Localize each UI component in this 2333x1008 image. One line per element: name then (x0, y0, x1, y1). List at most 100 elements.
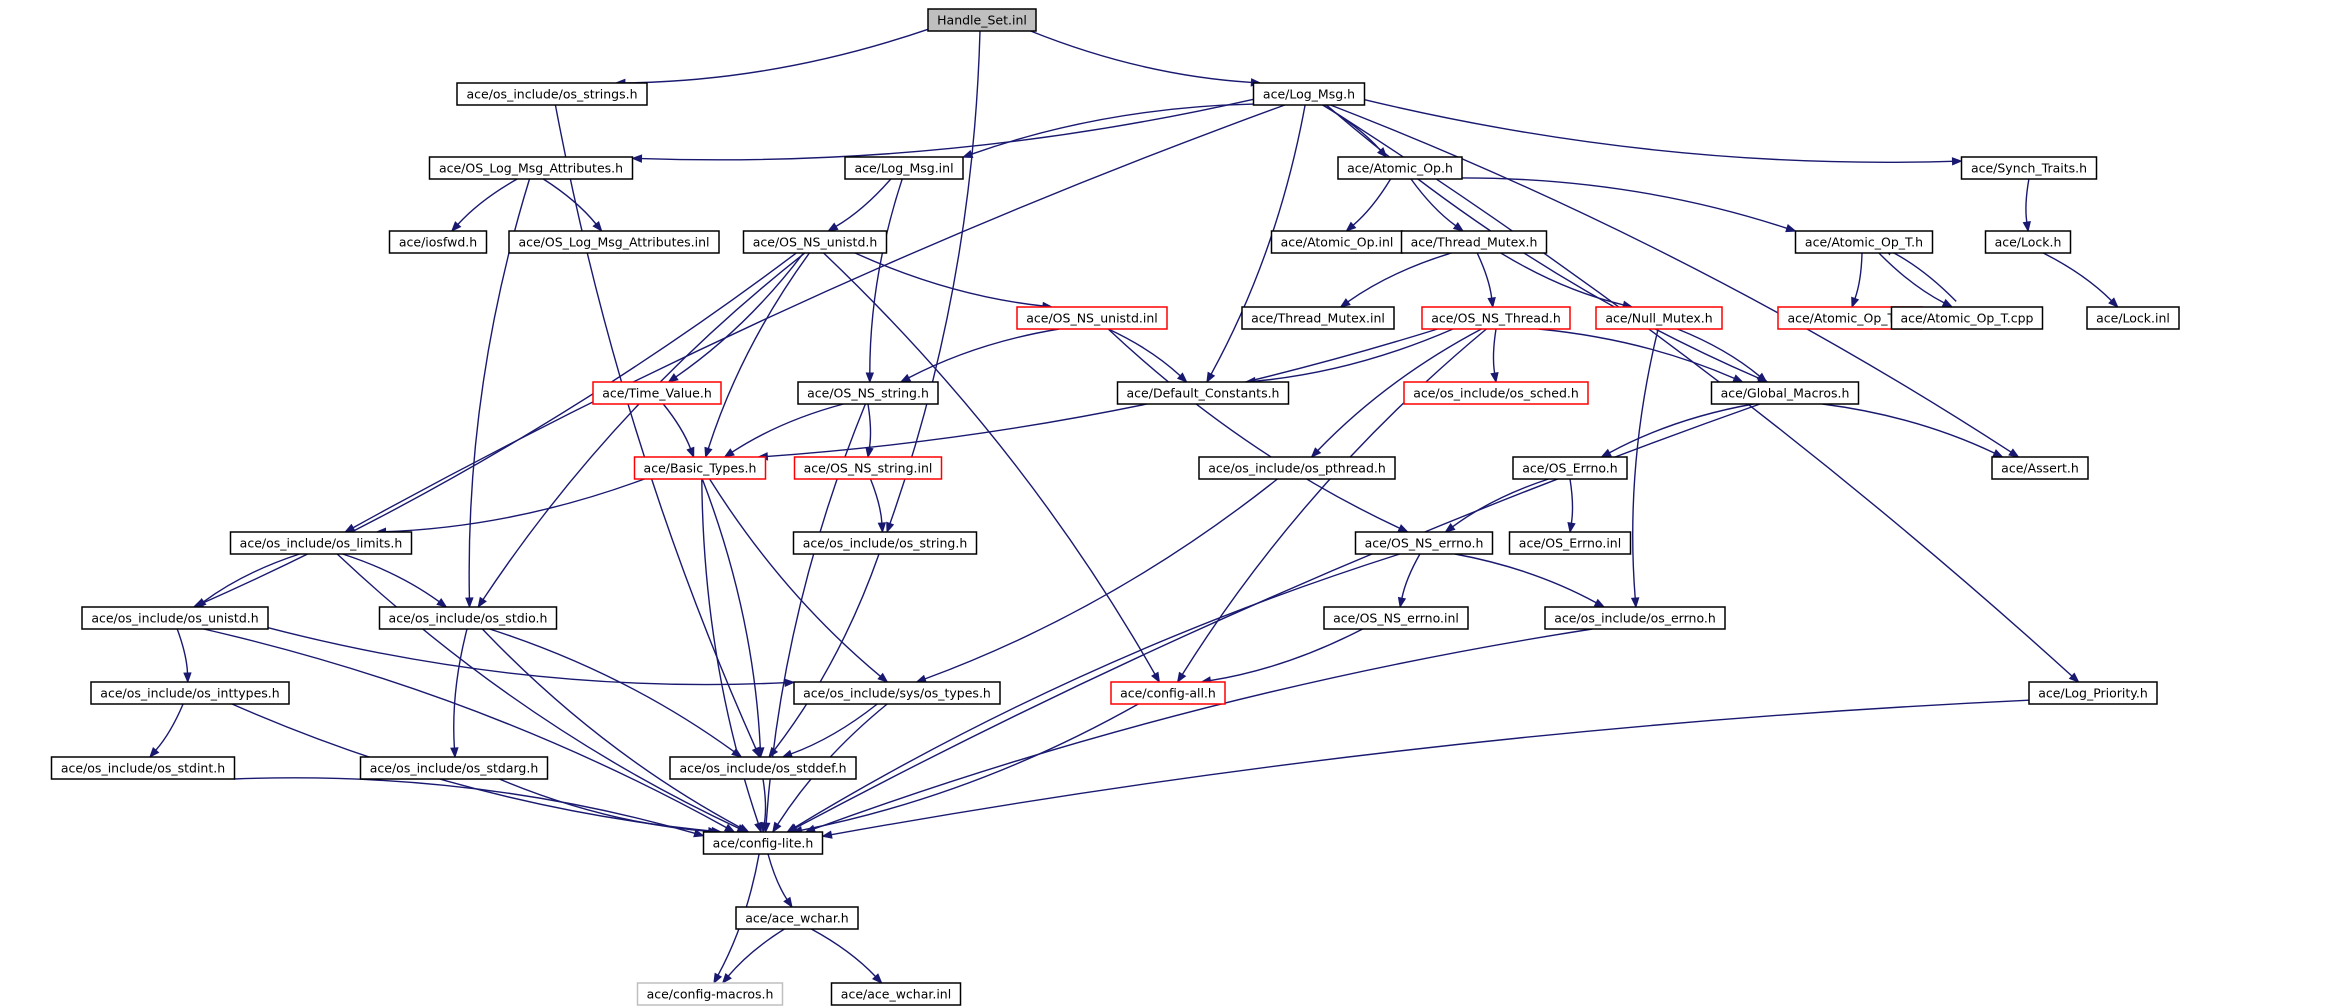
edge-line (731, 403, 844, 453)
edge-line (554, 104, 757, 750)
edge-line (869, 478, 883, 524)
edge-log-msg-h-to-log-msg-inl (961, 103, 1254, 159)
node-box (81, 606, 269, 630)
node-os-log-msg-attributes-inl[interactable]: ace/OS_Log_Msg_Attributes.inl (508, 230, 720, 254)
edge-arrowhead (477, 596, 487, 609)
edge-arrowhead (1593, 598, 1606, 608)
edge-os-ns-thread-h-to-config-all-h (1176, 328, 1487, 684)
node-label: ace/OS_Errno.inl (1519, 536, 1621, 551)
node-atomic-op-inl[interactable]: ace/Atomic_Op.inl (1270, 230, 1404, 254)
node-os-sched-h[interactable]: ace/os_include/os_sched.h (1403, 381, 1589, 405)
edge-line (1254, 328, 1454, 382)
edge-arrowhead (784, 678, 796, 687)
node-os-include-os-errno-h[interactable]: ace/os_include/os_errno.h (1544, 606, 1726, 630)
node-os-errno-h[interactable]: ace/OS_Errno.h (1512, 456, 1628, 480)
edge-os-stdio-h-to-config-lite-h (481, 628, 750, 833)
node-os-inttypes-h[interactable]: ace/os_include/os_inttypes.h (90, 681, 290, 705)
node-os-string-h[interactable]: ace/os_include/os_string.h (792, 531, 978, 555)
node-handle-set-inl[interactable]: Handle_Set.inl (927, 8, 1037, 32)
edge-log-msg-h-to-atomic-op-h (1322, 104, 1388, 159)
edge-line (1323, 104, 2073, 677)
edge-arrowhead (1339, 298, 1351, 308)
node-time-value-h[interactable]: ace/Time_Value.h (592, 381, 722, 405)
node-log-msg-h[interactable]: ace/Log_Msg.h (1252, 82, 1366, 106)
edge-line (869, 178, 903, 374)
node-label: ace/Atomic_Op.h (1347, 161, 1453, 176)
node-os-ns-unistd-inl[interactable]: ace/OS_NS_unistd.inl (1016, 306, 1168, 330)
node-os-unistd-h[interactable]: ace/os_include/os_unistd.h (81, 606, 269, 630)
node-os-stdarg-h[interactable]: ace/os_include/os_stdarg.h (359, 756, 549, 780)
node-log-msg-inl[interactable]: ace/Log_Msg.inl (844, 156, 964, 180)
node-os-pthread-h[interactable]: ace/os_include/os_pthread.h (1198, 456, 1396, 480)
node-lock-inl[interactable]: ace/Lock.inl (2086, 306, 2180, 330)
edge-line (233, 777, 695, 834)
edge-os-string-h-to-os-stddef-h (768, 553, 880, 759)
edge-arrowhead (886, 521, 895, 534)
node-synch-traits-h[interactable]: ace/Synch_Traits.h (1960, 156, 2098, 180)
edge-arrowhead (1785, 224, 1797, 233)
edge-line (854, 252, 1044, 307)
edge-arrowhead (877, 522, 887, 534)
edge-arrowhead (1444, 523, 1456, 533)
edge-line (1632, 328, 1659, 599)
node-os-ns-thread-h[interactable]: ace/OS_NS_Thread.h (1421, 306, 1571, 330)
node-global-macros-h[interactable]: ace/Global_Macros.h (1710, 381, 1860, 405)
node-os-ns-unistd-h[interactable]: ace/OS_NS_unistd.h (742, 230, 888, 254)
node-thread-mutex-h[interactable]: ace/Thread_Mutex.h (1400, 230, 1548, 254)
node-config-lite-h[interactable]: ace/config-lite.h (702, 831, 824, 855)
node-null-mutex-h[interactable]: ace/Null_Mutex.h (1595, 306, 1723, 330)
node-ace-wchar-h[interactable]: ace/ace_wchar.h (735, 906, 859, 930)
node-atomic-op-t-h[interactable]: ace/Atomic_Op_T.h (1794, 230, 1934, 254)
node-default-constants-h[interactable]: ace/Default_Constants.h (1116, 381, 1290, 405)
edge-arrowhead (723, 448, 735, 458)
node-box (2028, 681, 2158, 705)
node-assert-h[interactable]: ace/Assert.h (1991, 456, 2089, 480)
edge-line (831, 699, 2030, 836)
edge-line (641, 98, 1254, 161)
node-label: ace/Log_Priority.h (2038, 686, 2148, 701)
edge-os-ns-unistd-h-to-config-all-h (823, 252, 1161, 684)
edge-os-ns-thread-h-to-os-sched-h (1490, 328, 1499, 384)
node-os-errno-inl[interactable]: ace/OS_Errno.inl (1508, 531, 1632, 555)
node-os-stddef-h[interactable]: ace/os_include/os_stddef.h (669, 756, 857, 780)
node-basic-types-h[interactable]: ace/Basic_Types.h (633, 456, 767, 480)
edge-os-stddef-h-to-config-lite-h (760, 778, 769, 834)
node-thread-mutex-inl[interactable]: ace/Thread_Mutex.inl (1241, 306, 1395, 330)
edge-line (385, 478, 645, 533)
edge-line (867, 403, 872, 449)
node-ace-wchar-inl[interactable]: ace/ace_wchar.inl (830, 982, 962, 1006)
edge-os-ns-string-h-to-basic-types-h (723, 403, 844, 458)
edge-os-ns-unistd-inl-to-os-ns-errno-h (1107, 328, 1410, 533)
node-os-ns-string-inl[interactable]: ace/OS_NS_string.inl (793, 456, 943, 480)
node-box (927, 8, 1037, 32)
node-iosfwd-h[interactable]: ace/iosfwd.h (388, 230, 488, 254)
node-os-types-h[interactable]: ace/os_include/sys/os_types.h (793, 681, 1001, 705)
edge-line (624, 28, 929, 84)
node-os-stdint-h[interactable]: ace/os_include/os_stdint.h (50, 756, 236, 780)
node-atomic-op-h[interactable]: ace/Atomic_Op.h (1337, 156, 1463, 180)
node-atomic-op-t-cpp[interactable]: ace/Atomic_Op_T.cpp (1890, 306, 2044, 330)
edge-line (1878, 252, 1945, 304)
edge-os-unistd-h-to-os-inttypes-h (176, 628, 192, 684)
edge-log-msg-inl-to-os-ns-unistd-h (827, 178, 892, 232)
node-config-macros-h[interactable]: ace/config-macros.h (636, 982, 784, 1006)
node-os-ns-errno-h[interactable]: ace/OS_NS_errno.h (1354, 531, 1494, 555)
node-os-log-msg-attributes-h[interactable]: ace/OS_Log_Msg_Attributes.h (428, 156, 634, 180)
edge-os-unistd-h-to-os-types-h (267, 627, 796, 687)
edge-atomic-op-t-cpp-to-atomic-op-t-h (1881, 246, 1957, 302)
node-log-priority-h[interactable]: ace/Log_Priority.h (2028, 681, 2158, 705)
node-os-stdio-h[interactable]: ace/os_include/os_stdio.h (378, 606, 558, 630)
node-lock-h[interactable]: ace/Lock.h (1984, 230, 2072, 254)
edge-atomic-op-h-to-atomic-op-t-h (1461, 177, 1797, 233)
edge-arrowhead (2108, 297, 2119, 308)
edge-arrowhead (195, 598, 207, 608)
node-os-ns-errno-inl[interactable]: ace/OS_NS_errno.inl (1323, 606, 1469, 630)
edge-arrowhead (1176, 372, 1188, 383)
node-os-ns-string-h[interactable]: ace/OS_NS_string.h (797, 381, 939, 405)
node-os-strings-h[interactable]: ace/os_include/os_strings.h (456, 82, 648, 106)
node-config-all-h[interactable]: ace/config-all.h (1110, 681, 1226, 705)
node-os-limits-h[interactable]: ace/os_include/os_limits.h (229, 531, 413, 555)
edge-arrowhead (1452, 222, 1465, 232)
node-label: ace/config-all.h (1120, 686, 1216, 701)
